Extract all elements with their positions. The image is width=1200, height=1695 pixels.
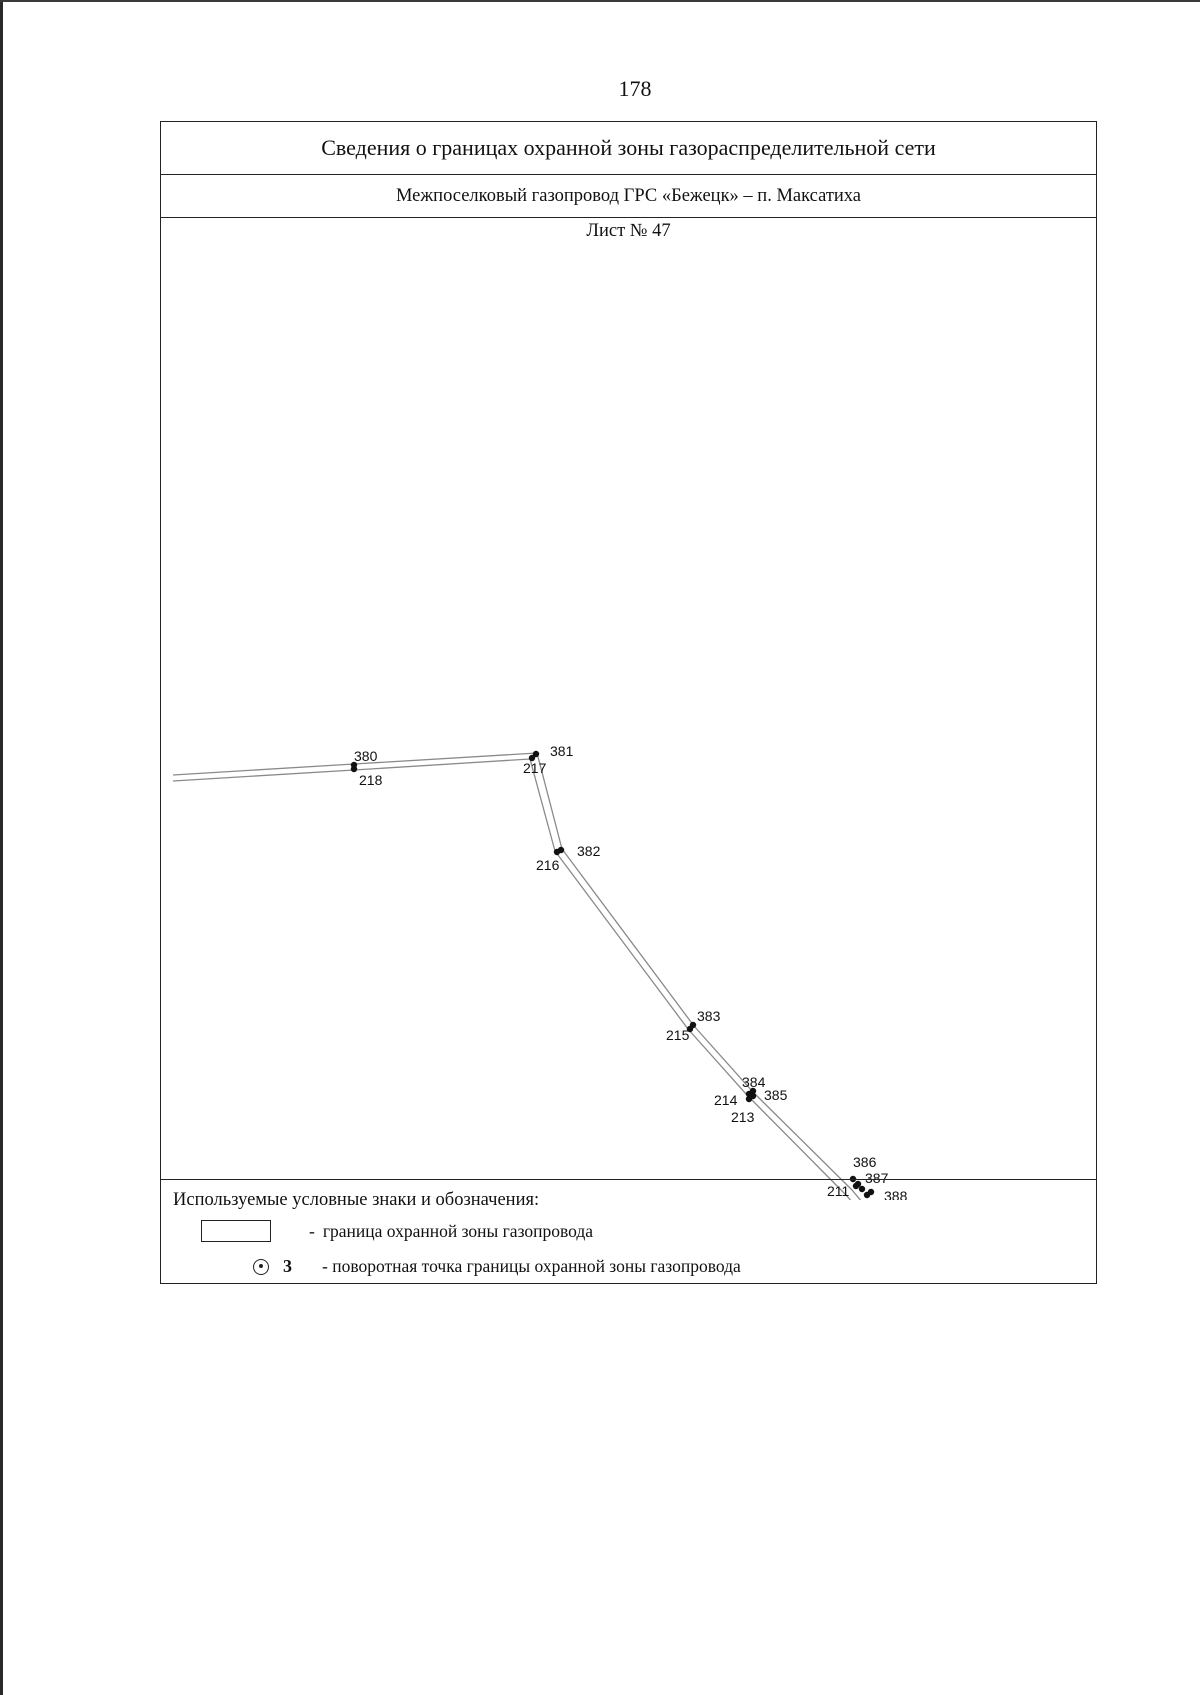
point-marker: [745, 1090, 753, 1098]
point-label: 215: [666, 1027, 690, 1043]
legend-item-boundary: - граница охранной зоны газопровода: [201, 1220, 593, 1242]
point-label: 388: [884, 1188, 908, 1200]
point-label: 387: [865, 1170, 889, 1186]
legend-text: граница охранной зоны газопровода: [322, 1220, 594, 1241]
legend-text: - поворотная точка границы охранной зоны…: [322, 1256, 741, 1276]
point-marker: [532, 750, 540, 758]
point-label: 382: [577, 843, 601, 859]
point-marker: [553, 848, 561, 856]
point-label: 218: [359, 772, 383, 788]
point-label: 380: [354, 748, 378, 764]
sheet-number: Лист № 47: [586, 221, 671, 241]
legend-title: Используемые условные знаки и обозначени…: [173, 1190, 540, 1210]
boundary-symbol-icon: [201, 1220, 271, 1242]
document-frame: Сведения о границах охранной зоны газора…: [160, 121, 1097, 1284]
point-marker: [852, 1182, 860, 1190]
legend-symbol-number: 3: [283, 1256, 292, 1276]
legend: Используемые условные знаки и обозначени…: [161, 1179, 1096, 1283]
point-label: 216: [536, 857, 560, 873]
point-marker: [350, 765, 358, 773]
legend-dash: -: [309, 1220, 315, 1241]
point-label: 384: [742, 1074, 766, 1090]
point-label: 217: [523, 760, 547, 776]
point-label: 211: [827, 1183, 850, 1199]
point-marker: [686, 1025, 694, 1033]
point-label: 214: [714, 1092, 738, 1108]
map-area: 380 218 381 217 382 216 383 215 384 385 …: [161, 218, 1095, 1200]
boundary-line-south: [172, 758, 852, 1200]
turning-points: [350, 750, 875, 1199]
boundary-line-north: [172, 752, 862, 1200]
point-label: 381: [550, 743, 574, 759]
point-label: 386: [853, 1154, 877, 1170]
turning-point-icon: [253, 1258, 269, 1275]
point-marker: [528, 754, 536, 762]
point-label: 383: [697, 1008, 721, 1024]
point-labels: 380 218 381 217 382 216 383 215 384 385 …: [354, 743, 908, 1200]
point-marker: [745, 1095, 753, 1103]
document-subtitle: Межпоселковый газопровод ГРС «Бежецк» – …: [161, 175, 1096, 218]
scan-edge: [0, 0, 3, 1695]
page-number: 178: [618, 76, 652, 101]
scan-edge-top: [0, 0, 1200, 2]
boundary-map: 380 218 381 217 382 216 383 215 384 385 …: [172, 743, 908, 1200]
point-marker: [863, 1191, 871, 1199]
point-label: 213: [731, 1109, 755, 1125]
point-label: 212: [836, 1197, 860, 1200]
protection-zone-boundary: [172, 752, 862, 1200]
document-title: Сведения о границах охранной зоны газора…: [161, 122, 1096, 175]
point-label: 385: [764, 1087, 788, 1103]
point-marker: [858, 1185, 866, 1193]
legend-item-turning-point: 3 - поворотная точка границы охранной зо…: [253, 1256, 741, 1277]
